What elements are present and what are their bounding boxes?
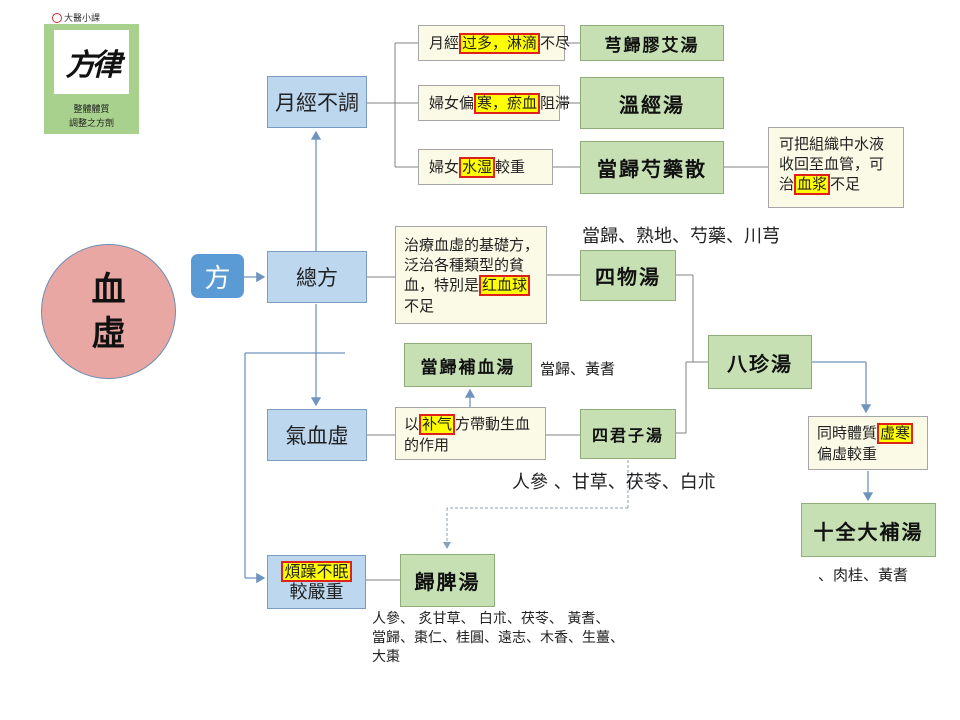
formula-dang-gui-shao-yao: 當歸芍藥散 — [580, 141, 724, 194]
note-dampness: 婦女水湿較重 — [418, 149, 553, 185]
node-qi-blood-deficiency: 氣血虛 — [267, 409, 367, 461]
ingredients-si-wu: 當歸、熟地、芍藥、川芎 — [582, 226, 780, 247]
node-severe: 煩躁不眠 較嚴重 — [267, 555, 366, 609]
center-title-2: 虛 — [91, 313, 126, 354]
note-plasma: 可把組織中水液 收回至血管，可 治血浆不足 — [768, 127, 904, 208]
formula-si-jun-zi: 四君子湯 — [580, 409, 676, 459]
center-title-1: 血 — [91, 269, 126, 310]
note-menstrual-excess: 月經过多，淋滴不尽 — [418, 25, 570, 61]
formula-gui-pi: 歸脾湯 — [400, 554, 495, 607]
severe-highlight: 煩躁不眠 — [281, 560, 352, 582]
ingredients-shi-quan: 、肉桂、黃耆 — [818, 566, 909, 584]
ingredients-bu-xue: 當歸、黃耆 — [540, 360, 616, 378]
formula-dang-gui-bu-xue: 當歸補血湯 — [404, 343, 532, 387]
ingredients-gui-pi: 人參、 炙甘草、 白朮、茯苓、 黃耆、 當歸、棗仁、桂圓、遠志、木香、生薑、 大… — [372, 611, 624, 665]
logo-calligraphy: 方律 — [54, 30, 129, 94]
node-general-formula: 總方 — [267, 251, 367, 303]
blood-deficiency-circle: 血 虛 — [41, 244, 176, 379]
ingredients-si-jun-zi: 人參 、甘草、茯苓、白朮 — [512, 472, 716, 493]
formula-ba-zhen: 八珍湯 — [708, 335, 812, 389]
logo-caption-text: 大醫小課 — [64, 14, 101, 24]
note-basic-formula: 治療血虛的基礎方， 泛治各種類型的貧 血，特別是红血球 不足 — [395, 226, 547, 324]
logo-caption-bottom-1: 整體體質 — [73, 105, 110, 115]
logo-panel: 方律 整體體質 調整之方劑 — [44, 24, 139, 134]
logo-caption-bottom-2: 調整之方劑 — [68, 119, 114, 129]
formula-xiong-gui-jiao-ai: 芎歸膠艾湯 — [580, 25, 724, 61]
severe-label: 較嚴重 — [289, 581, 344, 603]
formula-shi-quan-da-bu: 十全大補湯 — [801, 503, 936, 557]
formula-wen-jing: 溫經湯 — [580, 77, 724, 129]
logo-mark-icon — [52, 12, 62, 23]
formula-si-wu: 四物湯 — [580, 250, 676, 301]
note-cold-stasis: 婦女偏寒，瘀血阻滞 — [418, 85, 570, 121]
fang-label: 方 — [191, 254, 244, 298]
note-deficiency-cold: 同時體質虚寒 偏虛較重 — [808, 416, 928, 470]
logo-caption-top: 大醫小課 — [52, 11, 100, 24]
note-tonify-qi: 以补气方帶動生血 的作用 — [395, 407, 546, 460]
node-menstrual-irregular: 月經不調 — [267, 76, 367, 128]
